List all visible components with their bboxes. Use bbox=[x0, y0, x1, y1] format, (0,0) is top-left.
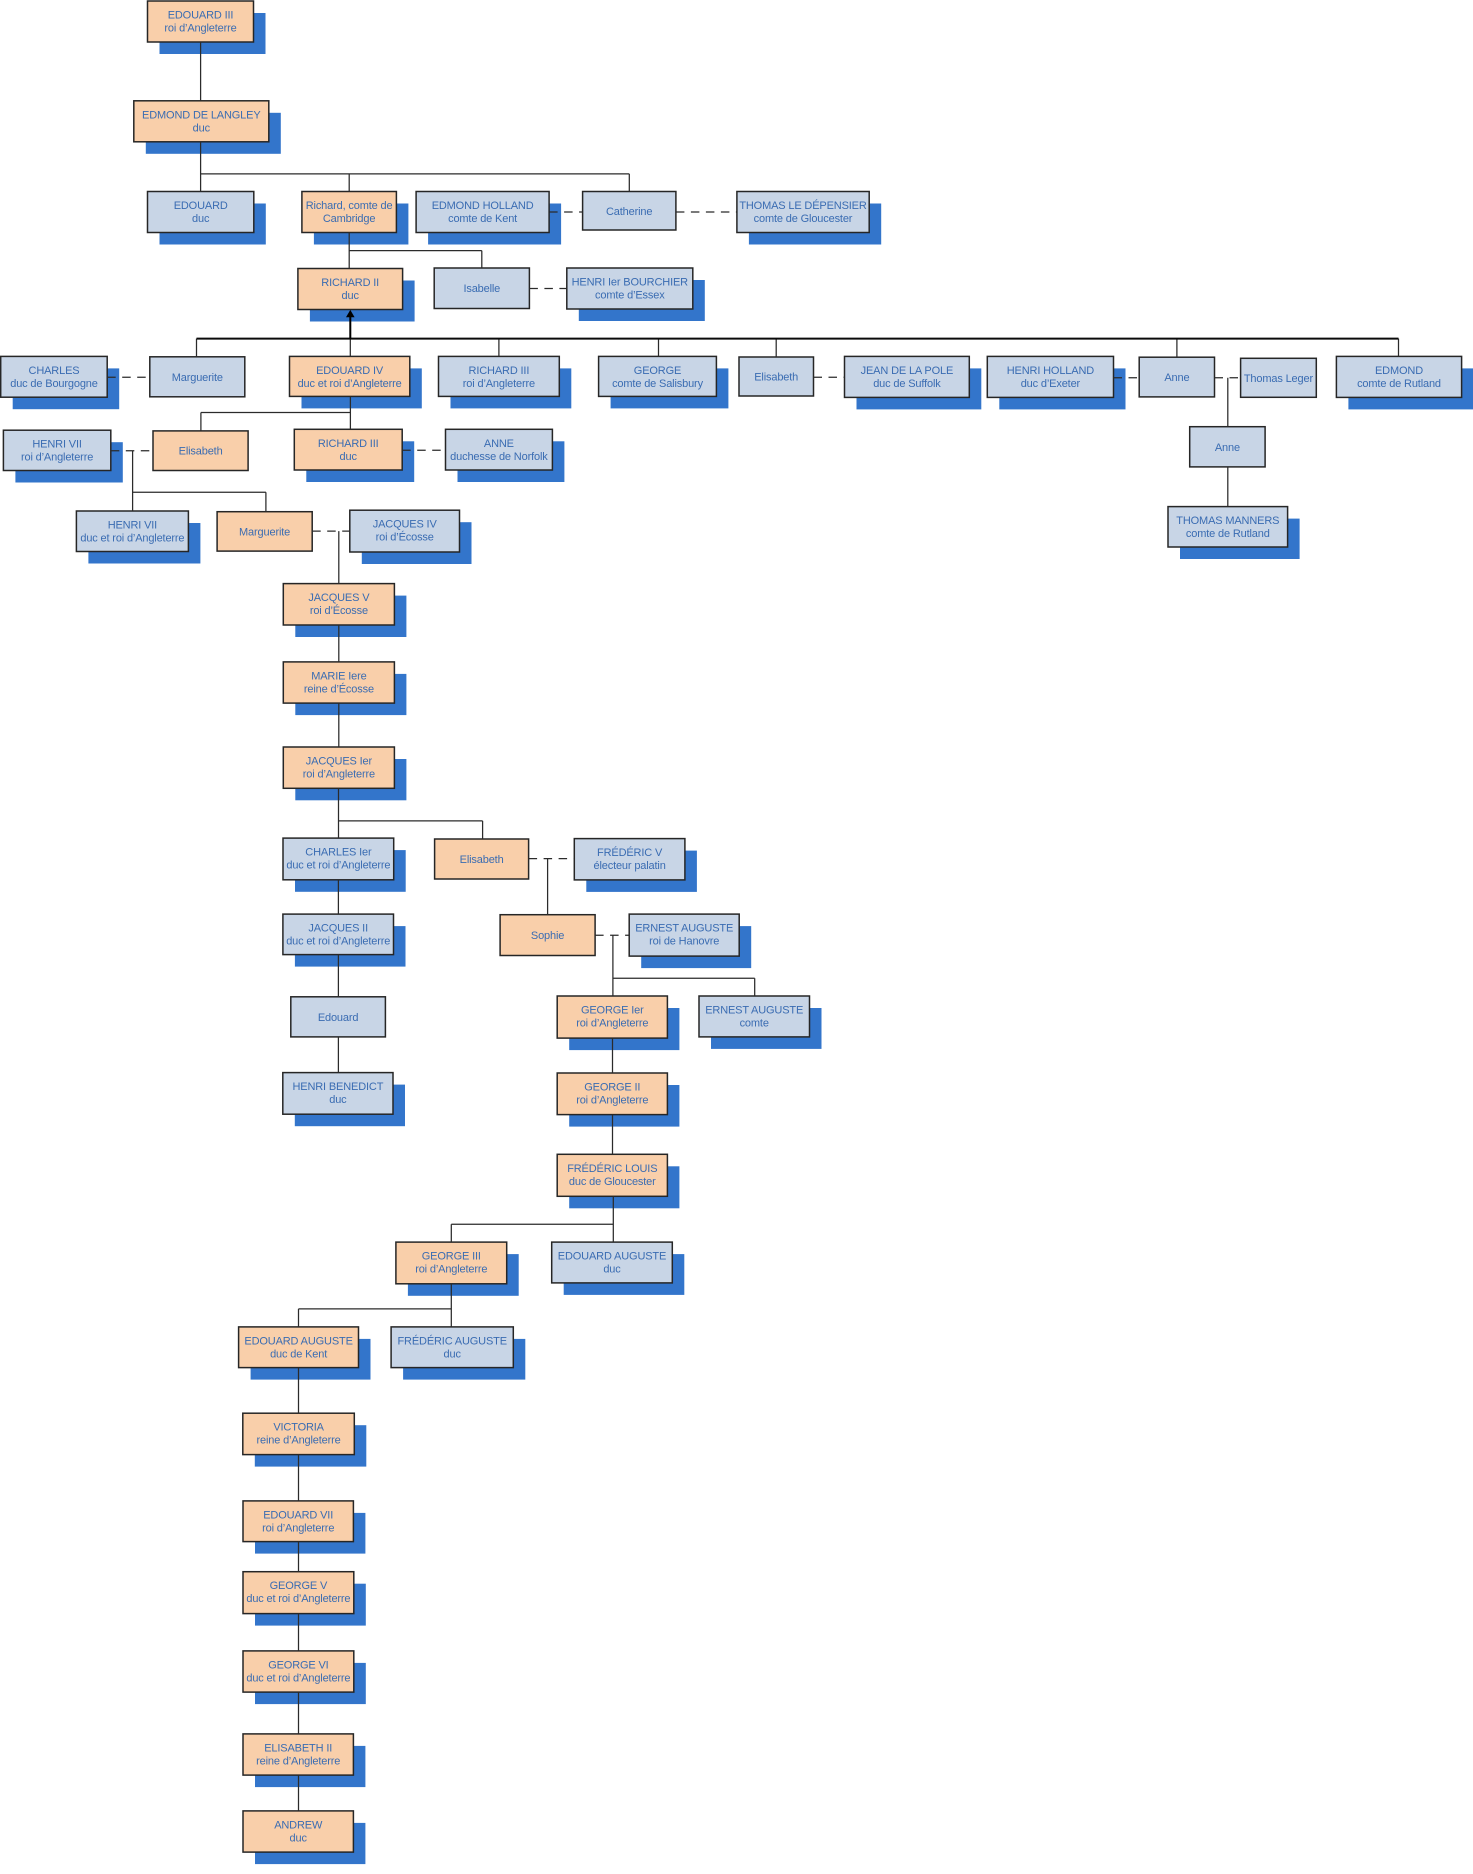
svg-text:duc: duc bbox=[340, 451, 358, 463]
svg-text:GEORGE III: GEORGE III bbox=[422, 1251, 481, 1263]
svg-text:Edouard: Edouard bbox=[318, 1012, 359, 1024]
svg-text:Anne: Anne bbox=[1215, 442, 1240, 454]
svg-text:GEORGE VI: GEORGE VI bbox=[268, 1659, 328, 1671]
svg-text:ERNEST AUGUSTE: ERNEST AUGUSTE bbox=[635, 923, 733, 935]
svg-text:roi d’Angleterre: roi d’Angleterre bbox=[576, 1095, 648, 1107]
svg-text:Marguerite: Marguerite bbox=[172, 372, 223, 384]
svg-text:CHARLES Ier: CHARLES Ier bbox=[305, 847, 372, 859]
svg-text:EDMOND HOLLAND: EDMOND HOLLAND bbox=[432, 200, 534, 212]
svg-text:reine d’Écosse: reine d’Écosse bbox=[304, 682, 374, 695]
svg-text:reine d’Angleterre: reine d’Angleterre bbox=[257, 1435, 341, 1447]
svg-text:duc: duc bbox=[329, 1094, 347, 1106]
svg-text:EDOUARD IV: EDOUARD IV bbox=[316, 365, 384, 377]
svg-text:duc: duc bbox=[342, 290, 360, 302]
svg-text:ELISABETH II: ELISABETH II bbox=[264, 1742, 332, 1754]
svg-text:comte de Gloucester: comte de Gloucester bbox=[754, 213, 853, 225]
svg-text:JEAN DE LA POLE: JEAN DE LA POLE bbox=[861, 365, 954, 377]
svg-text:roi d’Angleterre: roi d’Angleterre bbox=[21, 452, 93, 464]
svg-text:duc de Bourgogne: duc de Bourgogne bbox=[10, 378, 98, 390]
svg-text:Marguerite: Marguerite bbox=[239, 526, 290, 538]
svg-text:roi d’Angleterre: roi d’Angleterre bbox=[262, 1522, 334, 1534]
svg-text:comte d’Essex: comte d’Essex bbox=[595, 290, 665, 302]
svg-text:comte: comte bbox=[740, 1018, 769, 1030]
svg-text:GEORGE V: GEORGE V bbox=[270, 1580, 328, 1592]
svg-text:duc et roi d’Angleterre: duc et roi d’Angleterre bbox=[246, 1593, 350, 1605]
svg-text:RICHARD III: RICHARD III bbox=[318, 438, 379, 450]
svg-text:Sophie: Sophie bbox=[531, 930, 564, 942]
svg-text:roi d’Angleterre: roi d’Angleterre bbox=[576, 1018, 648, 1030]
svg-text:Cambridge: Cambridge bbox=[323, 213, 375, 225]
svg-text:reine d’Angleterre: reine d’Angleterre bbox=[256, 1755, 340, 1767]
svg-text:Catherine: Catherine bbox=[606, 206, 652, 218]
svg-text:CHARLES: CHARLES bbox=[29, 365, 80, 377]
svg-text:ERNEST AUGUSTE: ERNEST AUGUSTE bbox=[705, 1005, 803, 1017]
svg-text:GEORGE: GEORGE bbox=[634, 365, 681, 377]
svg-text:EDOUARD AUGUSTE: EDOUARD AUGUSTE bbox=[558, 1251, 666, 1263]
svg-text:duc et roi d’Angleterre: duc et roi d’Angleterre bbox=[286, 936, 390, 948]
svg-text:comte de Rutland: comte de Rutland bbox=[1357, 378, 1441, 390]
svg-text:Isabelle: Isabelle bbox=[463, 283, 500, 295]
svg-text:comte de Rutland: comte de Rutland bbox=[1186, 528, 1270, 540]
svg-text:roi d’Angleterre: roi d’Angleterre bbox=[303, 769, 375, 781]
svg-text:EDMOND: EDMOND bbox=[1375, 365, 1423, 377]
svg-text:EDOUARD: EDOUARD bbox=[174, 200, 228, 212]
svg-text:électeur palatin: électeur palatin bbox=[593, 860, 665, 872]
svg-text:duc: duc bbox=[603, 1264, 621, 1276]
svg-text:duc de Gloucester: duc de Gloucester bbox=[569, 1176, 656, 1188]
svg-text:JACQUES IV: JACQUES IV bbox=[373, 519, 438, 531]
svg-text:EDOUARD VII: EDOUARD VII bbox=[263, 1509, 333, 1521]
svg-text:ANDREW: ANDREW bbox=[274, 1819, 323, 1831]
svg-text:Richard, comte de: Richard, comte de bbox=[306, 200, 393, 212]
svg-text:HENRI VII: HENRI VII bbox=[108, 520, 157, 532]
svg-text:duc et roi d’Angleterre: duc et roi d’Angleterre bbox=[298, 378, 402, 390]
svg-text:EDMOND DE LANGLEY: EDMOND DE LANGLEY bbox=[142, 109, 261, 121]
svg-text:RICHARD III: RICHARD III bbox=[469, 365, 530, 377]
svg-text:Anne: Anne bbox=[1164, 372, 1189, 384]
svg-text:duc de Kent: duc de Kent bbox=[270, 1348, 327, 1360]
svg-text:roi d’Angleterre: roi d’Angleterre bbox=[415, 1264, 487, 1276]
svg-text:THOMAS LE DÉPENSIER: THOMAS LE DÉPENSIER bbox=[739, 199, 867, 212]
svg-text:FRÉDÉRIC V: FRÉDÉRIC V bbox=[597, 846, 663, 859]
svg-text:ANNE: ANNE bbox=[484, 438, 514, 450]
svg-text:JACQUES II: JACQUES II bbox=[308, 923, 368, 935]
svg-text:JACQUES V: JACQUES V bbox=[308, 592, 370, 604]
svg-text:duc et roi d’Angleterre: duc et roi d’Angleterre bbox=[80, 533, 184, 545]
svg-text:HENRI BENEDICT: HENRI BENEDICT bbox=[292, 1081, 383, 1093]
svg-text:Elisabeth: Elisabeth bbox=[754, 372, 798, 384]
svg-text:roi d’Écosse: roi d’Écosse bbox=[310, 604, 368, 617]
svg-text:duc: duc bbox=[193, 122, 211, 134]
svg-text:duc: duc bbox=[444, 1348, 462, 1360]
svg-text:RICHARD II: RICHARD II bbox=[321, 277, 379, 289]
svg-text:HENRI HOLLAND: HENRI HOLLAND bbox=[1007, 365, 1094, 377]
svg-text:duc d’Exeter: duc d’Exeter bbox=[1021, 378, 1081, 390]
svg-text:VICTORIA: VICTORIA bbox=[273, 1422, 324, 1434]
svg-text:GEORGE Ier: GEORGE Ier bbox=[581, 1005, 644, 1017]
svg-text:duc de Suffolk: duc de Suffolk bbox=[873, 378, 941, 390]
svg-text:HENRI Ier BOURCHIER: HENRI Ier BOURCHIER bbox=[572, 277, 689, 289]
svg-text:duc et roi d’Angleterre: duc et roi d’Angleterre bbox=[246, 1672, 350, 1684]
svg-text:duc et roi d’Angleterre: duc et roi d’Angleterre bbox=[286, 860, 390, 872]
svg-text:roi de Hanovre: roi de Hanovre bbox=[649, 936, 719, 948]
svg-text:roi d’Angleterre: roi d’Angleterre bbox=[164, 23, 236, 35]
svg-text:MARIE Iere: MARIE Iere bbox=[311, 670, 366, 682]
svg-text:Elisabeth: Elisabeth bbox=[460, 854, 504, 866]
svg-text:EDOUARD III: EDOUARD III bbox=[168, 10, 234, 22]
svg-text:duc: duc bbox=[290, 1832, 308, 1844]
svg-text:EDOUARD AUGUSTE: EDOUARD AUGUSTE bbox=[244, 1335, 352, 1347]
svg-text:Thomas Leger: Thomas Leger bbox=[1244, 373, 1314, 385]
svg-text:comte de Kent: comte de Kent bbox=[448, 213, 517, 225]
svg-text:roi d’Écosse: roi d’Écosse bbox=[376, 531, 434, 544]
svg-text:Elisabeth: Elisabeth bbox=[179, 446, 223, 458]
svg-text:JACQUES Ier: JACQUES Ier bbox=[306, 756, 373, 768]
svg-text:HENRI VII: HENRI VII bbox=[32, 439, 81, 451]
svg-text:duc: duc bbox=[192, 213, 210, 225]
svg-text:GEORGE II: GEORGE II bbox=[584, 1082, 640, 1094]
svg-text:roi d’Angleterre: roi d’Angleterre bbox=[463, 378, 535, 390]
svg-text:FRÉDÉRIC LOUIS: FRÉDÉRIC LOUIS bbox=[567, 1162, 657, 1175]
svg-text:duchesse de Norfolk: duchesse de Norfolk bbox=[450, 451, 548, 463]
svg-text:FRÉDÉRIC AUGUSTE: FRÉDÉRIC AUGUSTE bbox=[397, 1334, 506, 1347]
svg-text:THOMAS MANNERS: THOMAS MANNERS bbox=[1176, 515, 1279, 527]
svg-text:comte de Salisbury: comte de Salisbury bbox=[612, 378, 703, 390]
